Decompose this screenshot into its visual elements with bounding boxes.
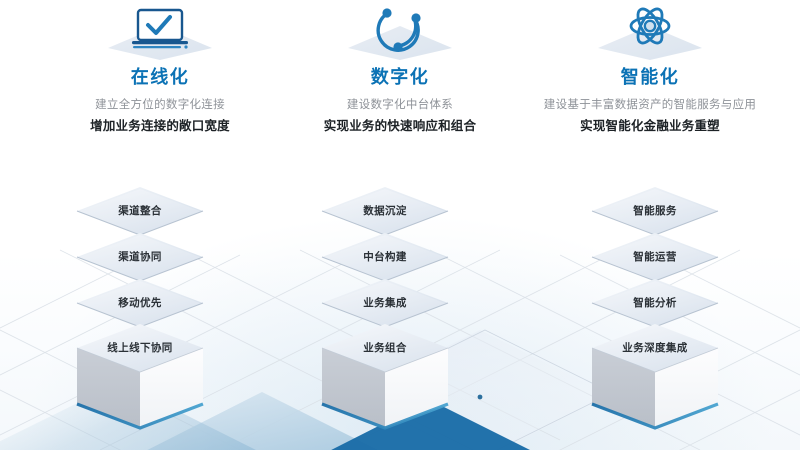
pillar-title: 智能化 <box>620 67 680 87</box>
node-dot-top-left <box>382 8 392 18</box>
pillar-title: 数字化 <box>370 67 430 87</box>
pillar-highlight: 增加业务连接的敞口宽度 <box>90 119 230 133</box>
step-diamond[interactable]: 中台构建 <box>320 231 450 283</box>
step-diamond[interactable]: 智能服务 <box>590 185 720 237</box>
pillar-subtitle: 建设数字化中台体系 <box>346 99 454 111</box>
pillar-online: 在线化 建立全方位的数字化连接 增加业务连接的敞口宽度 <box>20 0 300 134</box>
step-diamond[interactable]: 移动优先 <box>75 277 205 329</box>
pillar-headers: 在线化 建立全方位的数字化连接 增加业务连接的敞口宽度 <box>0 0 800 180</box>
step-label: 数据沉淀 <box>363 205 407 217</box>
step-label: 智能分析 <box>633 297 677 309</box>
step-label: 智能运营 <box>633 251 677 263</box>
step-diamond[interactable]: 数据沉淀 <box>320 185 450 237</box>
pillar-subtitle: 建立全方位的数字化连接 <box>95 99 225 111</box>
pillar-highlight: 实现智能化金融业务重塑 <box>580 119 720 133</box>
base-cube[interactable]: 线上线下协同 <box>75 322 205 432</box>
step-label: 渠道协同 <box>118 251 162 263</box>
node-dot-top-right <box>411 13 421 23</box>
icon-platform-digital <box>260 0 540 62</box>
step-label: 渠道整合 <box>118 205 162 217</box>
base-cube[interactable]: 业务组合 <box>320 322 450 432</box>
laptop-check-icon <box>132 8 188 49</box>
step-label: 智能服务 <box>633 205 677 217</box>
step-diamond[interactable]: 智能运营 <box>590 231 720 283</box>
node-dot-bottom <box>393 42 403 52</box>
step-diamond[interactable]: 渠道整合 <box>75 185 205 237</box>
pillar-highlight: 实现业务的快速响应和组合 <box>323 119 477 133</box>
base-label: 业务深度集成 <box>622 341 688 354</box>
pillar-intelligent: 智能化 建设基于丰富数据资产的智能服务与应用 实现智能化金融业务重塑 <box>500 0 800 134</box>
atom-icon <box>629 7 671 45</box>
base-cube[interactable]: 业务深度集成 <box>590 322 720 432</box>
icon-platform-intelligent <box>500 0 800 62</box>
base-label: 线上线下协同 <box>107 341 173 354</box>
base-label: 业务组合 <box>363 341 407 354</box>
pillar-subtitle: 建设基于丰富数据资产的智能服务与应用 <box>543 99 757 111</box>
step-label: 中台构建 <box>363 251 407 263</box>
pillar-digital: 数字化 建设数字化中台体系 实现业务的快速响应和组合 <box>260 0 540 134</box>
step-diamond[interactable]: 业务集成 <box>320 277 450 329</box>
step-label: 业务集成 <box>363 297 407 309</box>
step-label: 移动优先 <box>118 297 162 309</box>
icon-platform-online <box>20 0 300 62</box>
step-diamond[interactable]: 渠道协同 <box>75 231 205 283</box>
step-diamond[interactable]: 智能分析 <box>590 277 720 329</box>
pillar-title: 在线化 <box>130 67 190 87</box>
